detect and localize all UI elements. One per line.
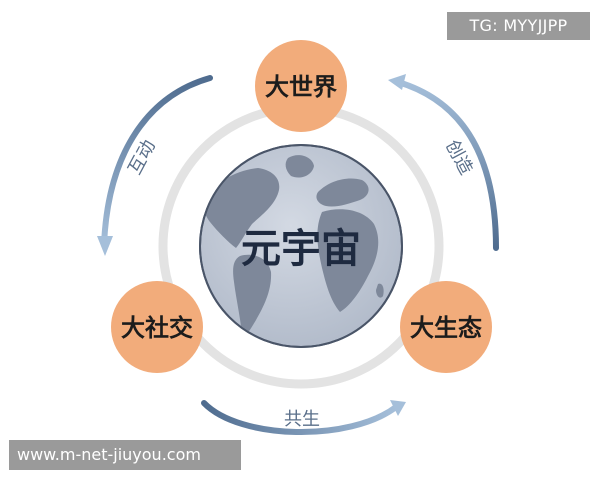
arc-arrow-right (388, 74, 499, 251)
arc-arrow-bottom (201, 400, 406, 436)
node-left: 大社交 (111, 281, 203, 373)
node-right-label: 大生态 (410, 314, 482, 342)
watermark-bottom-left: www.m-net-jiuyou.com (9, 440, 241, 470)
watermark-top-right: TG: MYYJJPP (447, 12, 590, 40)
node-top: 大世界 (255, 40, 347, 132)
arc-bottom-label: 共生 (284, 409, 320, 430)
center-label: 元宇宙 (241, 226, 361, 272)
node-top-label: 大世界 (265, 73, 337, 101)
node-right: 大生态 (400, 281, 492, 373)
globe-icon (199, 144, 403, 348)
arc-arrow-left (97, 75, 213, 256)
node-left-label: 大社交 (121, 314, 193, 342)
